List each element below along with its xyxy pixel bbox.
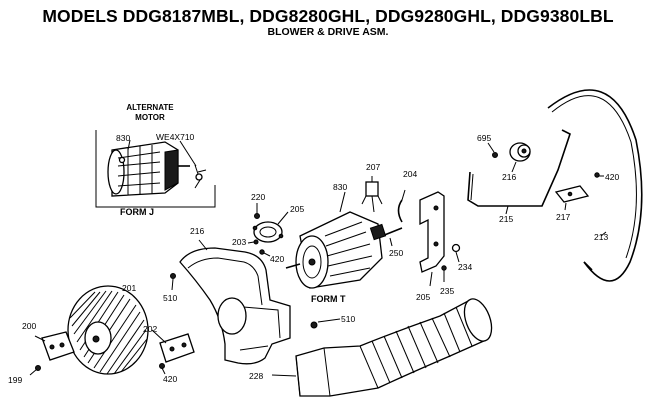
callout-213: 213 — [594, 232, 608, 242]
screw-199-drawing — [29, 365, 41, 376]
screw-220-drawing — [254, 203, 260, 219]
callout-202: 202 — [143, 324, 157, 334]
drive-belt-213-drawing — [547, 89, 643, 282]
callout-207: 207 — [366, 162, 380, 172]
switch-207-drawing — [361, 176, 383, 213]
part-234-drawing — [451, 243, 461, 263]
callout-235: 235 — [440, 286, 454, 296]
callout-510-left: 510 — [163, 293, 177, 303]
callout-217: 217 — [556, 212, 570, 222]
callout-216-pulley: 216 — [502, 172, 516, 182]
inset-bracket — [95, 130, 216, 208]
callout-420-right: 420 — [605, 172, 619, 182]
screw-420-right-drawing — [594, 172, 604, 178]
callout-420-bottom: 420 — [163, 374, 177, 384]
screw-695-drawing — [487, 142, 498, 158]
screw-510-left-drawing — [170, 273, 176, 291]
screw-235-drawing — [441, 265, 447, 282]
callout-205-clip: 205 — [290, 204, 304, 214]
screw-420-bottom-drawing — [159, 363, 166, 375]
screw-510-center-drawing — [310, 318, 341, 329]
callout-203: 203 — [232, 237, 246, 247]
clip-ring-205-drawing — [252, 211, 289, 243]
callout-200: 200 — [22, 321, 36, 331]
blower-housing-216-drawing — [179, 247, 291, 365]
diagram-subtitle: BLOWER & DRIVE ASM. — [267, 26, 389, 38]
inset-heading-line1: ALTERNATE — [126, 103, 174, 112]
callout-228: 228 — [249, 371, 263, 381]
callout-199: 199 — [8, 375, 22, 385]
we4x710-kit-drawing — [194, 164, 207, 189]
bracket-200-drawing — [34, 331, 75, 361]
callout-234: 234 — [458, 262, 472, 272]
clip-204-drawing — [397, 189, 406, 223]
callout-204: 204 — [403, 169, 417, 179]
inset-form-label: FORM J — [120, 207, 154, 217]
alternate-motor-inset: ALTERNATE MOTOR 830 WE4X710 — [95, 103, 216, 217]
screw-420-mid-drawing — [259, 249, 271, 257]
blower-wheel-201-drawing — [67, 285, 149, 375]
motor-bracket-205-drawing — [419, 191, 445, 287]
part-203-drawing — [247, 239, 259, 245]
duct-228-drawing — [271, 298, 493, 397]
callout-830-inset: 830 — [116, 133, 130, 143]
callout-510-center: 510 — [341, 314, 355, 324]
idler-pulley-216-drawing — [509, 142, 531, 173]
callout-205-bracket: 205 — [416, 292, 430, 302]
callout-420-mid: 420 — [270, 254, 284, 264]
main-form-label: FORM T — [311, 294, 346, 304]
alternate-motor-drawing — [107, 141, 190, 197]
callout-250: 250 — [389, 248, 403, 258]
callout-215: 215 — [499, 214, 513, 224]
bracket-202-drawing — [151, 329, 195, 363]
inset-heading-line2: MOTOR — [135, 113, 165, 122]
callout-we4x710: WE4X710 — [156, 132, 195, 142]
idler-arm-215-drawing — [467, 129, 571, 215]
callout-220: 220 — [251, 192, 265, 202]
bracket-217-drawing — [554, 185, 590, 211]
callout-830: 830 — [333, 182, 347, 192]
diagram-title: MODELS DDG8187MBL, DDG8280GHL, DDG9280GH… — [42, 6, 614, 26]
callout-201: 201 — [122, 283, 136, 293]
callout-695: 695 — [477, 133, 491, 143]
callout-216-housing: 216 — [190, 226, 204, 236]
drive-motor-830-drawing — [285, 211, 403, 289]
